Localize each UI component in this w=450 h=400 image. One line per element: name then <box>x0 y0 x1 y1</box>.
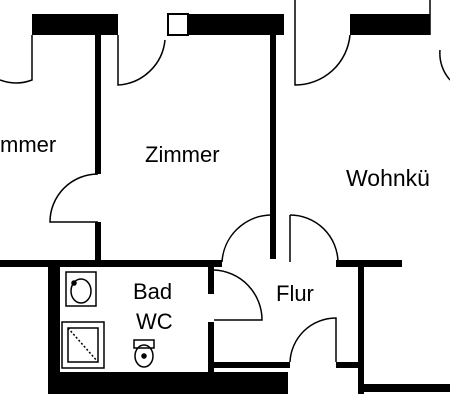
shower-inner <box>67 327 99 363</box>
walls <box>0 13 450 394</box>
wall-bad-bottom <box>48 372 288 394</box>
wall-flur-right <box>358 260 364 394</box>
top-wall-center <box>188 14 284 35</box>
room-label-bad: Bad <box>133 279 172 304</box>
wall-bad-right-lower <box>208 322 214 372</box>
door-swing-kitchen-right <box>439 49 450 81</box>
wall-bad-right-upper <box>208 267 214 294</box>
wall-zimmer-kitchen <box>270 14 276 259</box>
top-wall-left <box>32 14 118 35</box>
door-swing-zimmer-divider <box>49 173 99 223</box>
wall-zimmer-divider-upper <box>95 14 101 174</box>
room-label-wohnkueche: Wohnkü <box>346 165 430 191</box>
door-swing-flur-bottom <box>289 317 337 363</box>
door-swing-zimmer-top <box>117 35 166 86</box>
wall-flur-top-right <box>336 260 402 267</box>
toilet-hole <box>141 353 147 359</box>
sink-drain <box>71 280 77 286</box>
wall-zimmer-divider-lower <box>95 222 101 262</box>
wall-flur-bottom-left <box>214 362 290 368</box>
door-swing-bad <box>213 269 263 321</box>
door-swing-flur-left <box>221 214 271 263</box>
door-swing-kitchen-top <box>294 0 351 86</box>
sink-basin <box>70 278 92 304</box>
door-swing-left-top <box>0 35 33 84</box>
door-swing-flur-right <box>289 214 339 263</box>
fixtures <box>61 271 155 369</box>
shower-tray <box>61 321 105 369</box>
toilet-tank <box>133 339 155 349</box>
room-label-zimmer-center: Zimmer <box>145 142 220 167</box>
toilet-bowl <box>134 344 154 368</box>
room-label-wc: WC <box>136 309 173 334</box>
wall-flur-bottom-right <box>336 362 358 368</box>
doors <box>0 0 450 363</box>
wall-kitchen-bottom <box>364 384 450 392</box>
wall-bad-top <box>0 260 222 267</box>
top-window <box>167 13 189 36</box>
room-labels: mmer Zimmer Wohnkü Bad WC Flur <box>0 132 430 334</box>
top-wall-right <box>350 14 430 35</box>
room-label-flur: Flur <box>276 281 314 306</box>
wall-bad-left <box>48 260 60 394</box>
room-label-zimmer-left: mmer <box>0 132 56 157</box>
shower-diagonal <box>67 327 99 363</box>
sink <box>65 271 97 307</box>
